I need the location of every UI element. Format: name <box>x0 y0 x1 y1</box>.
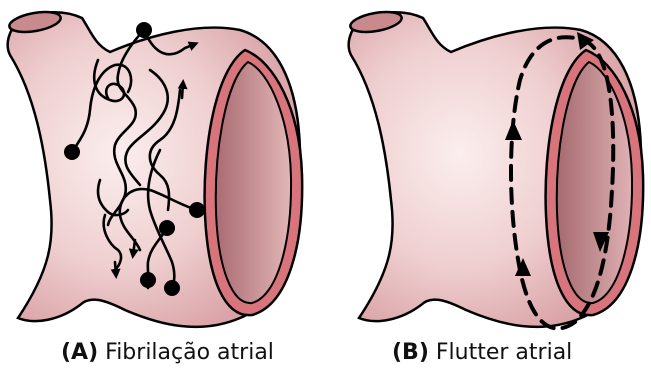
panel-b-caption: (B) Flutter atrial <box>392 340 572 365</box>
dot-icon <box>64 144 80 160</box>
dot-icon <box>140 272 156 288</box>
dot-icon <box>189 202 205 218</box>
panel-b-label: Flutter atrial <box>436 340 572 365</box>
panel-a-letter: (A) <box>61 340 98 365</box>
dot-icon <box>164 280 180 296</box>
panel-a-label: Fibrilação atrial <box>105 340 274 365</box>
dot-icon <box>159 220 175 236</box>
fib-path-6 <box>182 83 183 98</box>
dot-icon <box>136 22 152 38</box>
fib-path-12 <box>115 262 116 275</box>
panel-a-caption: (A) Fibrilação atrial <box>61 340 274 365</box>
panel-b-letter: (B) <box>392 340 429 365</box>
